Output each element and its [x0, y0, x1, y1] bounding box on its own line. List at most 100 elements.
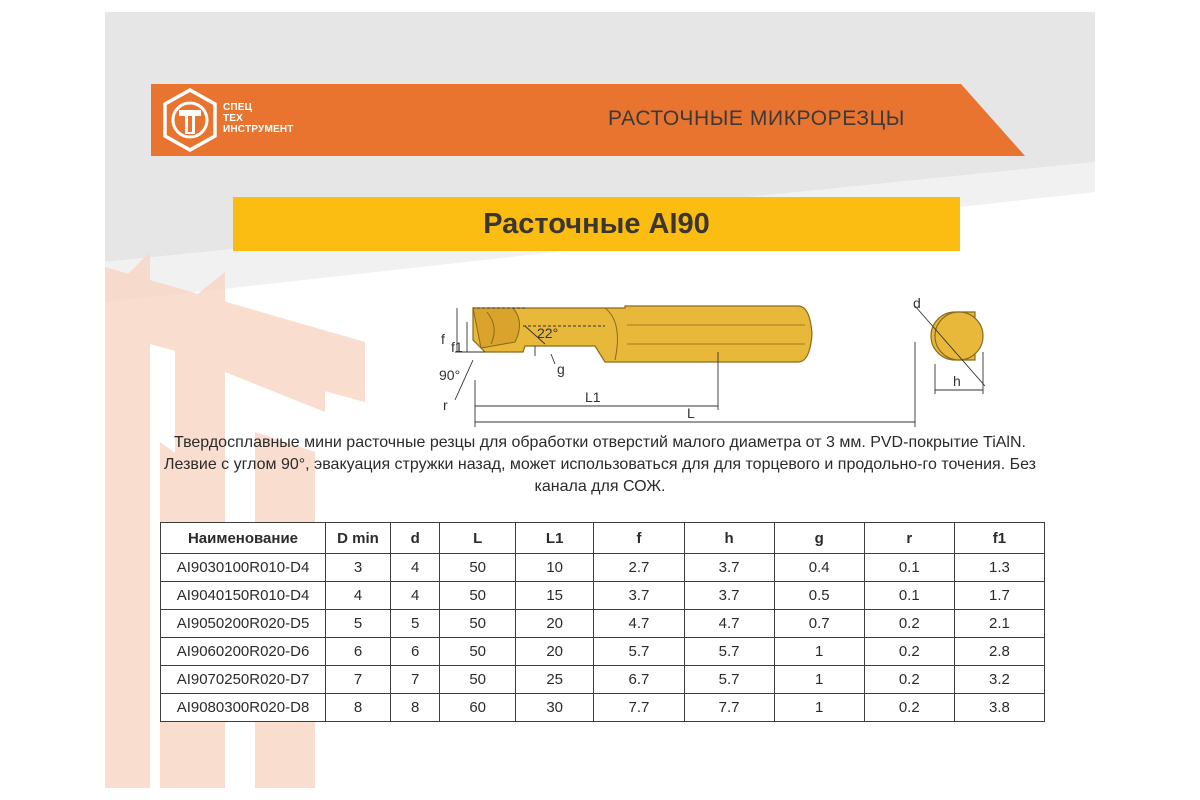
- table-cell: 0.1: [863, 553, 955, 582]
- table-cell: 7.7: [593, 693, 685, 722]
- header-banner: [151, 84, 1025, 156]
- col-g: g: [773, 522, 865, 554]
- table-cell: 5.7: [593, 637, 685, 666]
- company-logo-text: СПЕЦ ТЕХ ИНСТРУМЕНТ: [223, 102, 294, 135]
- label-L: L: [687, 405, 695, 421]
- table-cell: 3.7: [683, 581, 775, 610]
- table-cell: 7: [325, 665, 391, 694]
- table-cell: 10: [514, 553, 595, 582]
- product-code-cell: AI9060200R020-D6: [160, 637, 326, 666]
- table-cell: 0.2: [863, 665, 955, 694]
- logo-line-2: ТЕХ: [223, 113, 244, 124]
- table-cell: 1.7: [953, 581, 1046, 610]
- table-cell: 0.5: [773, 581, 865, 610]
- table-cell: 20: [514, 637, 595, 666]
- table-cell: 4: [389, 553, 441, 582]
- product-code-cell: AI9030100R010-D4: [160, 553, 326, 582]
- col-L1: L1: [514, 522, 595, 554]
- table-cell: 3.7: [593, 581, 685, 610]
- table-cell: 50: [439, 553, 516, 582]
- logo-line-1: СПЕЦ: [223, 102, 253, 113]
- product-code-cell: AI9050200R020-D5: [160, 609, 326, 638]
- table-cell: 1: [773, 665, 865, 694]
- col-f: f: [593, 522, 685, 554]
- table-cell: 3.2: [953, 665, 1046, 694]
- table-cell: 0.1: [863, 581, 955, 610]
- table-cell: 6: [389, 637, 441, 666]
- table-cell: 5.7: [683, 637, 775, 666]
- label-r: r: [443, 397, 448, 413]
- table-cell: 50: [439, 609, 516, 638]
- table-cell: 30: [514, 693, 595, 722]
- table-cell: 1: [773, 637, 865, 666]
- table-cell: 4: [325, 581, 391, 610]
- tool-technical-drawing: f f1 22° 90° g r L1 L d h: [439, 295, 986, 427]
- table-header-row: Наименование D min d L L1 f h g r f1: [160, 522, 1046, 554]
- table-cell: 5: [325, 609, 391, 638]
- table-cell: 0.2: [863, 693, 955, 722]
- table-cell: 1: [773, 693, 865, 722]
- label-angle-90: 90°: [439, 367, 460, 383]
- table-cell: 5.7: [683, 665, 775, 694]
- table-cell: 1.3: [953, 553, 1046, 582]
- table-cell: 6: [325, 637, 391, 666]
- table-cell: 7.7: [683, 693, 775, 722]
- label-h: h: [953, 373, 961, 389]
- label-L1: L1: [585, 389, 601, 405]
- col-h: h: [683, 522, 775, 554]
- label-d: d: [913, 295, 921, 311]
- table-cell: 20: [514, 609, 595, 638]
- table-cell: 0.2: [863, 609, 955, 638]
- label-f1: f1: [451, 339, 463, 355]
- label-f: f: [441, 331, 445, 347]
- table-cell: 2.1: [953, 609, 1046, 638]
- company-logo-icon: [163, 88, 217, 152]
- product-description: Твердосплавные мини расточные резцы для …: [164, 434, 1036, 495]
- table-cell: 15: [514, 581, 595, 610]
- boring-tool-side-view: [472, 305, 813, 363]
- logo-line-3: ИНСТРУМЕНТ: [223, 124, 294, 135]
- table-cell: 4.7: [683, 609, 775, 638]
- table-cell: 2.7: [593, 553, 685, 582]
- product-title: Расточные AI90: [483, 208, 710, 240]
- product-title-banner: Расточные AI90: [233, 197, 960, 251]
- col-L: L: [439, 522, 516, 554]
- specifications-table: Наименование D min d L L1 f h g r f1 AI9…: [160, 522, 1046, 722]
- table-cell: 0.2: [863, 637, 955, 666]
- table-cell: 4: [389, 581, 441, 610]
- tool-end-view: [914, 305, 986, 394]
- label-angle-22: 22°: [537, 325, 558, 341]
- table-cell: 50: [439, 637, 516, 666]
- label-g: g: [557, 361, 565, 377]
- table-cell: 50: [439, 665, 516, 694]
- table-cell: 3.7: [683, 553, 775, 582]
- header-title: РАСТОЧНЫЕ МИКРОРЕЗЦЫ: [607, 107, 905, 130]
- table-cell: 3.8: [953, 693, 1046, 722]
- product-sheet: СПЕЦ ТЕХ ИНСТРУМЕНТ РАСТОЧНЫЕ МИКРОРЕЗЦЫ…: [105, 12, 1095, 788]
- col-d: d: [389, 522, 441, 554]
- table-cell: 50: [439, 581, 516, 610]
- col-dmin: D min: [325, 522, 391, 554]
- table-cell: 60: [439, 693, 516, 722]
- product-code-cell: AI9040150R010-D4: [160, 581, 326, 610]
- col-r: r: [863, 522, 955, 554]
- col-f1: f1: [953, 522, 1046, 554]
- table-cell: 7: [389, 665, 441, 694]
- table-cell: 3: [325, 553, 391, 582]
- table-cell: 5: [389, 609, 441, 638]
- table-cell: 2.8: [953, 637, 1046, 666]
- product-code-cell: AI9080300R020-D8: [160, 693, 326, 722]
- product-code-cell: AI9070250R020-D7: [160, 665, 326, 694]
- col-name: Наименование: [160, 522, 326, 554]
- table-cell: 8: [389, 693, 441, 722]
- table-cell: 4.7: [593, 609, 685, 638]
- table-cell: 6.7: [593, 665, 685, 694]
- table-cell: 0.7: [773, 609, 865, 638]
- table-cell: 0.4: [773, 553, 865, 582]
